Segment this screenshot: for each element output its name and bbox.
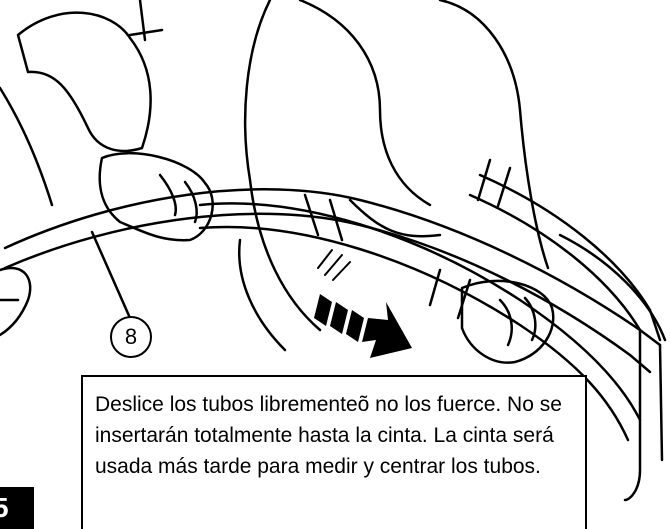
tube-inner-lower	[198, 225, 630, 442]
part-number-label: 8	[110, 316, 152, 358]
left-person-hand	[98, 151, 214, 242]
right-person-arm	[438, 0, 550, 270]
direction-arrow-icon	[314, 294, 412, 358]
tube-inner-upper	[198, 202, 642, 422]
right-person-torso	[298, 0, 432, 207]
instruction-callout: Deslice los tubos librementeõ no los fue…	[81, 375, 587, 529]
part-leader-line	[90, 230, 132, 320]
left-person-arm	[16, 11, 152, 153]
step-number-tab: 5	[0, 487, 34, 529]
tube-8-upper	[3, 188, 662, 347]
instruction-text: Deslice los tubos librementeõ no los fue…	[95, 393, 562, 478]
left-person-back	[0, 86, 54, 207]
